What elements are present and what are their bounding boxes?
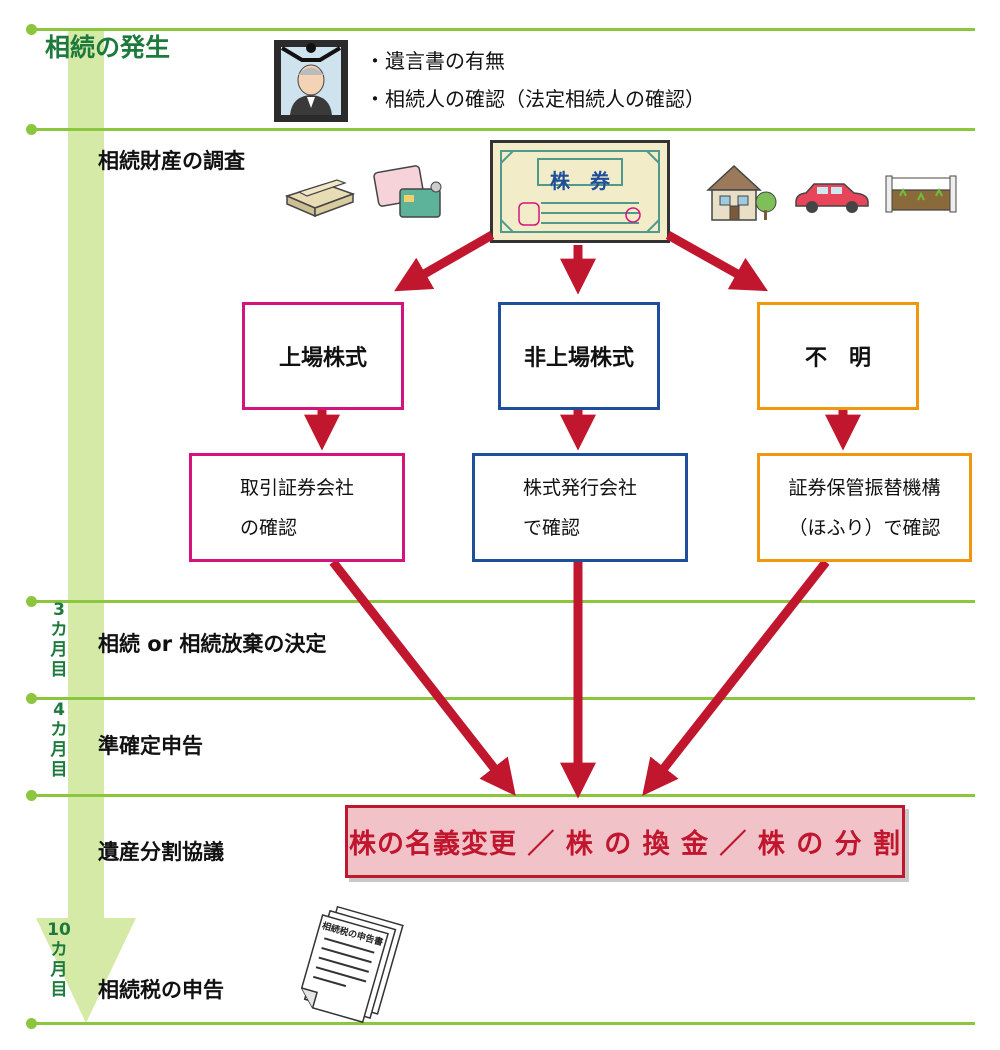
cash-bundle-icon bbox=[285, 179, 355, 218]
separator-line bbox=[32, 128, 975, 131]
separator-dot bbox=[26, 693, 37, 704]
category-box-listed: 上場株式 bbox=[242, 302, 404, 410]
action-text-line: の確認 bbox=[239, 516, 297, 539]
share-certificate: 株 券 bbox=[490, 140, 670, 243]
action-text-line: （ほふり）で確認 bbox=[788, 516, 941, 539]
stage-inherit-decision: 相続 or 相続放棄の決定 bbox=[98, 632, 327, 656]
result-label: 株の名義変更 ／ 株 の 換 金 ／ 株 の 分 割 bbox=[349, 829, 901, 860]
category-box-unknown: 不 明 bbox=[757, 302, 919, 410]
separator-dot bbox=[26, 1018, 37, 1029]
stage-asset-survey: 相続財産の調査 bbox=[98, 149, 245, 173]
category-label-listed: 上場株式 bbox=[278, 346, 367, 371]
separator-dot bbox=[26, 596, 37, 607]
stage-quasi-final-return: 準確定申告 bbox=[98, 734, 203, 758]
category-label-unknown: 不 明 bbox=[804, 346, 871, 371]
separator-line bbox=[32, 697, 975, 700]
timeline-arrow bbox=[36, 918, 136, 1023]
certificate-border-icon bbox=[500, 150, 660, 233]
land-plot-icon bbox=[885, 175, 957, 213]
separator-dot bbox=[26, 24, 37, 35]
action-text-line: 株式発行会社 bbox=[522, 476, 637, 499]
memorial-portrait-icon bbox=[274, 40, 348, 122]
category-label-unlisted: 非上場株式 bbox=[523, 346, 634, 371]
bankbook-card-icon bbox=[373, 165, 442, 218]
result-box: 株の名義変更 ／ 株 の 換 金 ／ 株 の 分 割 bbox=[345, 805, 905, 878]
bullet-will: ・遺言書の有無 bbox=[365, 49, 505, 73]
arrow-unknown-result bbox=[642, 559, 830, 796]
separator-line bbox=[32, 28, 975, 31]
stage-estate-division: 遺産分割協議 bbox=[98, 840, 224, 864]
timeline-title: 相続の発生 bbox=[45, 33, 171, 62]
action-box-listed: 取引証券会社 の確認 bbox=[189, 453, 405, 562]
timeline-bar bbox=[68, 30, 104, 920]
certificate-label: 株 券 bbox=[550, 169, 610, 193]
action-text-line: 取引証券会社 bbox=[239, 476, 354, 499]
separator-dot bbox=[26, 124, 37, 135]
separator-line bbox=[32, 600, 975, 603]
arrow-to-listed bbox=[394, 231, 495, 292]
action-text-line: 証券保管振替機構 bbox=[788, 476, 941, 499]
tax-return-document-icon: 相続税の申告書 bbox=[300, 905, 404, 1024]
arrow-listed-result bbox=[329, 559, 516, 796]
arrow-to-unknown bbox=[665, 231, 768, 292]
house-icon bbox=[706, 164, 777, 221]
separator-dot bbox=[26, 790, 37, 801]
bullet-heirs: ・相続人の確認（法定相続人の確認） bbox=[365, 87, 705, 111]
action-box-unknown: 証券保管振替機構 （ほふり）で確認 bbox=[757, 453, 972, 562]
action-text-line: で確認 bbox=[522, 516, 580, 539]
action-box-unlisted: 株式発行会社 で確認 bbox=[472, 453, 688, 562]
stage-tax-return: 相続税の申告 bbox=[98, 978, 224, 1002]
category-box-unlisted: 非上場株式 bbox=[498, 302, 660, 410]
separator-line bbox=[32, 1022, 975, 1025]
car-icon bbox=[795, 183, 869, 213]
